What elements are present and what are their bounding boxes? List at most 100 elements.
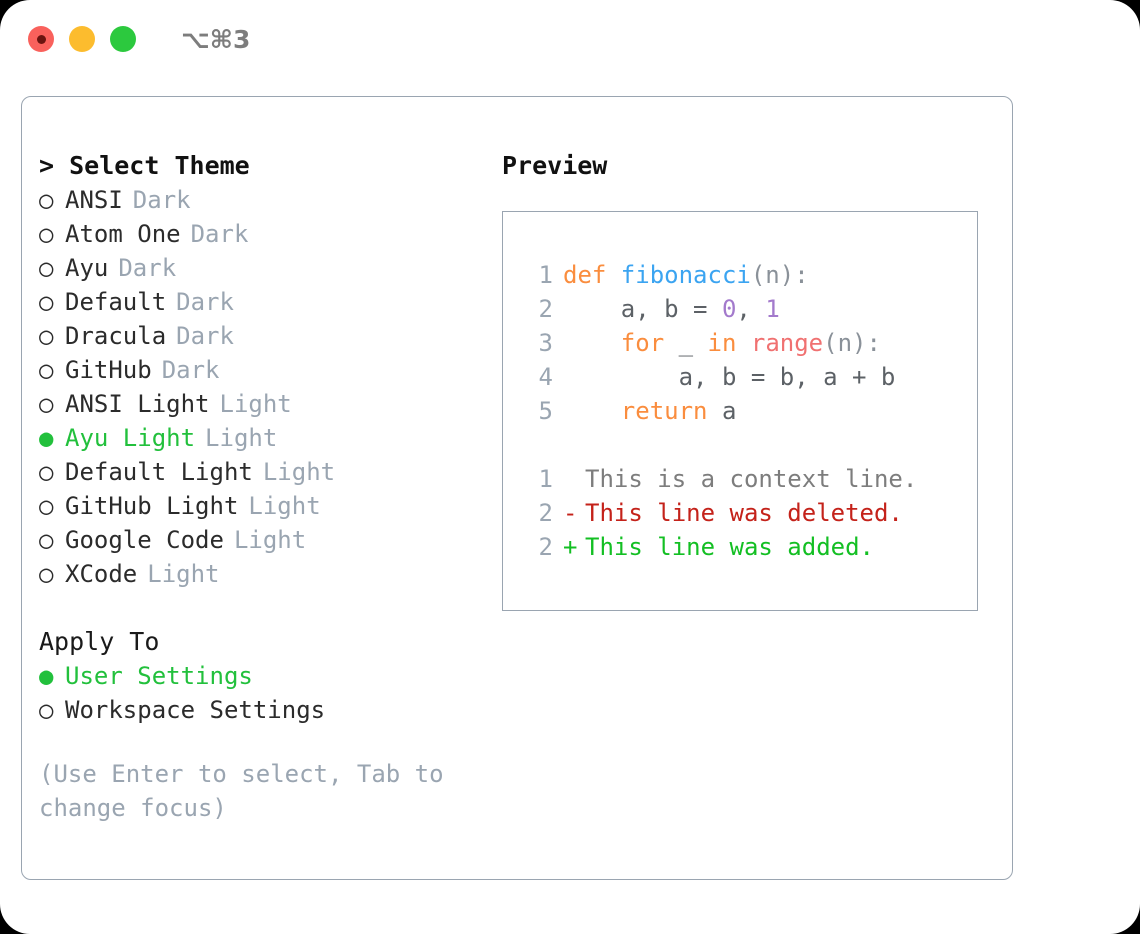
code-diff-separator — [519, 428, 977, 462]
diff-line-text: This line was deleted. — [585, 499, 903, 527]
diff-line-number: 2 — [538, 499, 553, 527]
theme-option-label: ANSI — [65, 186, 123, 214]
theme-option-label: Atom One — [65, 220, 181, 248]
diff-marker: + — [563, 533, 578, 561]
preview-title: Preview — [502, 151, 608, 180]
theme-option-label: ANSI Light — [65, 390, 210, 418]
code-token-plain: _ — [664, 329, 708, 357]
theme-option-label: Ayu — [65, 254, 109, 282]
code-line-number: 1 — [538, 261, 553, 289]
theme-variant-label: Light — [219, 390, 292, 418]
code-token-punct: (n): — [823, 329, 881, 357]
radio-unselected-icon: ○ — [39, 254, 54, 282]
theme-option-label: Google Code — [65, 526, 224, 554]
code-line-number: 4 — [538, 363, 553, 391]
theme-variant-label: Dark — [161, 356, 220, 384]
theme-option-4[interactable]: ○ Dracula Dark — [39, 319, 479, 353]
diff-line-text: This is a context line. — [585, 465, 918, 493]
code-line-content: return a — [563, 394, 737, 428]
keyboard-hint-text: (Use Enter to select, Tab to change focu… — [39, 760, 459, 822]
theme-option-label: Default — [65, 288, 167, 316]
code-token-num: 1 — [765, 295, 780, 323]
apply-to-option-0[interactable]: ●User Settings — [39, 659, 479, 693]
code-token-plain: a — [707, 397, 737, 425]
minimize-window-button[interactable] — [69, 26, 95, 52]
theme-variant-label: Light — [205, 424, 278, 452]
diff-marker — [563, 462, 585, 496]
theme-option-11[interactable]: ○ XCode Light — [39, 557, 479, 591]
radio-unselected-icon: ○ — [39, 458, 54, 486]
radio-unselected-icon: ○ — [39, 220, 54, 248]
theme-option-6[interactable]: ○ ANSI Light Light — [39, 387, 479, 421]
diff-line-del: 2-This line was deleted. — [519, 496, 977, 530]
keyboard-shortcut-label: ⌥⌘3 — [181, 24, 251, 54]
close-window-button[interactable] — [28, 26, 54, 52]
theme-option-label: Ayu Light — [65, 424, 196, 452]
radio-unselected-icon: ○ — [39, 492, 54, 520]
theme-variant-label: Light — [147, 560, 220, 588]
diff-line-context: 1 This is a context line. — [519, 462, 977, 496]
theme-variant-label: Light — [248, 492, 321, 520]
diff-line-add: 2 +This line was added. — [519, 530, 977, 564]
diff-line-number: 1 — [538, 465, 553, 493]
apply-to-header: Apply To — [39, 627, 160, 656]
theme-option-label: Dracula — [65, 322, 167, 350]
theme-option-label: XCode — [65, 560, 138, 588]
select-theme-header: > Select Theme — [39, 151, 250, 180]
code-token-kw: def — [563, 261, 621, 289]
code-token-plain: , — [736, 295, 766, 323]
theme-variant-label: Light — [233, 526, 307, 554]
code-token-fn: fibonacci — [620, 261, 751, 289]
diff-marker: - — [563, 499, 578, 527]
radio-unselected-icon: ○ — [39, 356, 54, 384]
radio-unselected-icon: ○ — [39, 696, 54, 724]
code-token-kw: return — [620, 397, 708, 425]
code-token-plain — [563, 329, 621, 357]
code-token-plain — [736, 329, 750, 357]
theme-variant-label: Light — [262, 458, 336, 486]
code-line-number: 3 — [538, 329, 553, 357]
code-line-number: 2 — [538, 295, 553, 323]
radio-unselected-icon: ○ — [39, 390, 54, 418]
code-line-content: def fibonacci(n): — [563, 258, 809, 292]
code-token-kw: for — [620, 329, 665, 357]
code-token-plain: a, b = b, a + b — [563, 363, 896, 391]
code-line: 1 def fibonacci(n): — [519, 258, 977, 292]
theme-variant-label: Dark — [176, 322, 234, 350]
theme-option-2[interactable]: ○ Ayu Dark — [39, 251, 479, 285]
radio-unselected-icon: ○ — [39, 560, 54, 588]
title-bar: ⌥⌘3 — [0, 0, 1140, 78]
code-line: 4 a, b = b, a + b — [519, 360, 977, 394]
code-token-punct: (n): — [750, 261, 809, 289]
code-token-call: range — [750, 329, 824, 357]
radio-selected-icon: ● — [39, 662, 54, 690]
code-line-content: a, b = b, a + b — [563, 360, 896, 394]
diff-preview: 1 This is a context line.2-This line was… — [519, 462, 977, 564]
code-line: 2 a, b = 0, 1 — [519, 292, 977, 326]
theme-option-5[interactable]: ○ GitHub Dark — [39, 353, 479, 387]
code-line: 5 return a — [519, 394, 977, 428]
apply-to-option-label: Workspace Settings — [65, 696, 326, 724]
theme-variant-label: Dark — [118, 254, 177, 282]
code-line-number: 5 — [538, 397, 553, 425]
radio-unselected-icon: ○ — [39, 322, 54, 350]
diff-line-number: 2 — [538, 533, 553, 561]
diff-line-text: This line was added. — [585, 533, 874, 561]
apply-to-option-1[interactable]: ○ Workspace Settings — [39, 693, 479, 727]
code-token-kw: in — [707, 329, 737, 357]
theme-option-label: GitHub — [65, 356, 152, 384]
maximize-window-button[interactable] — [110, 26, 136, 52]
